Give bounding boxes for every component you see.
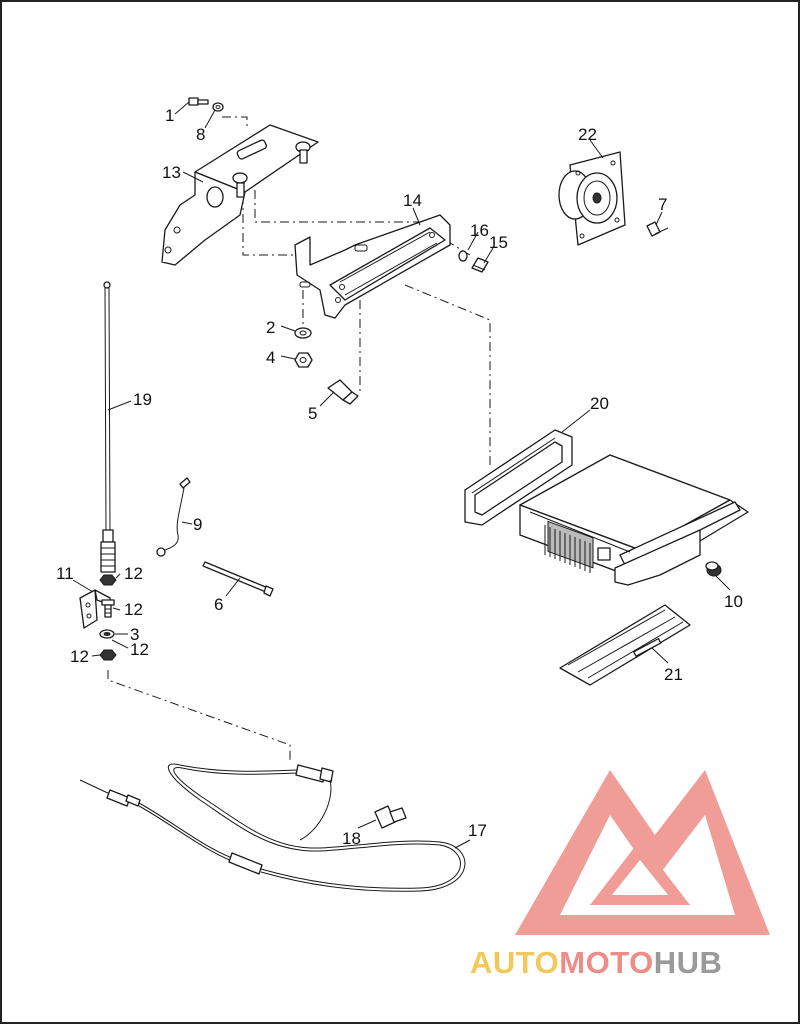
part-16-washer [458, 250, 468, 262]
callout-4: 4 [266, 348, 275, 367]
callout-14: 14 [403, 191, 422, 210]
part-12-nut-top [99, 574, 117, 586]
callout-8: 8 [196, 125, 205, 144]
part-15-screw [471, 257, 489, 273]
callout-3: 3 [130, 625, 139, 644]
callout-17: 17 [468, 821, 487, 840]
watermark-part-hub: HUB [653, 945, 723, 980]
watermark-logo [515, 770, 770, 935]
part-12-stud [101, 599, 115, 618]
radio-unit [519, 454, 749, 586]
callout-19: 19 [133, 390, 152, 409]
callout-10: 10 [724, 592, 743, 611]
callout-11: 11 [56, 564, 74, 583]
part-19-antenna [100, 281, 116, 573]
watermark-part-auto: AUTO [470, 945, 560, 980]
callout-21: 21 [664, 665, 683, 684]
callout-labels: 1 8 13 14 16 15 22 7 2 4 5 19 9 6 11 12 … [56, 106, 743, 848]
watermark-text: AUTOMOTOHUB [470, 945, 722, 981]
callout-13: 13 [162, 163, 181, 182]
part-2-washer [294, 327, 312, 339]
part-5-clip [327, 379, 359, 405]
part-20-trim-bezel [464, 429, 573, 526]
callout-15: 15 [489, 233, 508, 252]
callout-9: 9 [193, 515, 202, 534]
callout-7: 7 [658, 195, 667, 214]
callout-18: 18 [342, 829, 361, 848]
part-14-faceplate-bracket [294, 214, 451, 319]
part-17-antenna-cable [79, 763, 466, 892]
callout-12-top: 12 [124, 564, 143, 583]
part-4-nut [294, 352, 313, 368]
part-9-ground-strap [156, 477, 191, 557]
part-13-mounting-bracket [161, 124, 319, 266]
part-1-screw [188, 97, 209, 106]
part-8-washer [212, 102, 224, 112]
callout-12-left: 12 [70, 647, 89, 666]
part-3-washer [99, 629, 115, 639]
part-21-slide-tray [559, 604, 691, 686]
callout-12-stud: 12 [124, 600, 143, 619]
part-7-screw [646, 221, 669, 237]
part-22-speaker [558, 151, 626, 246]
callout-1: 1 [165, 106, 174, 125]
part-18-grommet [374, 805, 407, 829]
part-10-knob [705, 561, 722, 577]
assembly-lines [107, 116, 491, 760]
part-11-antenna-bracket [79, 589, 111, 629]
callout-5: 5 [308, 404, 317, 423]
callout-22: 22 [578, 125, 597, 144]
part-6-cable-tie [202, 561, 274, 597]
watermark-part-moto: MOTO [559, 945, 654, 980]
callout-16: 16 [470, 221, 489, 240]
part-12-nut-bottom [99, 649, 117, 661]
leader-lines [72, 101, 731, 849]
callout-12-bottom: 12 [130, 640, 149, 659]
callout-20: 20 [590, 394, 609, 413]
callout-6: 6 [214, 595, 223, 614]
callout-2: 2 [266, 318, 275, 337]
